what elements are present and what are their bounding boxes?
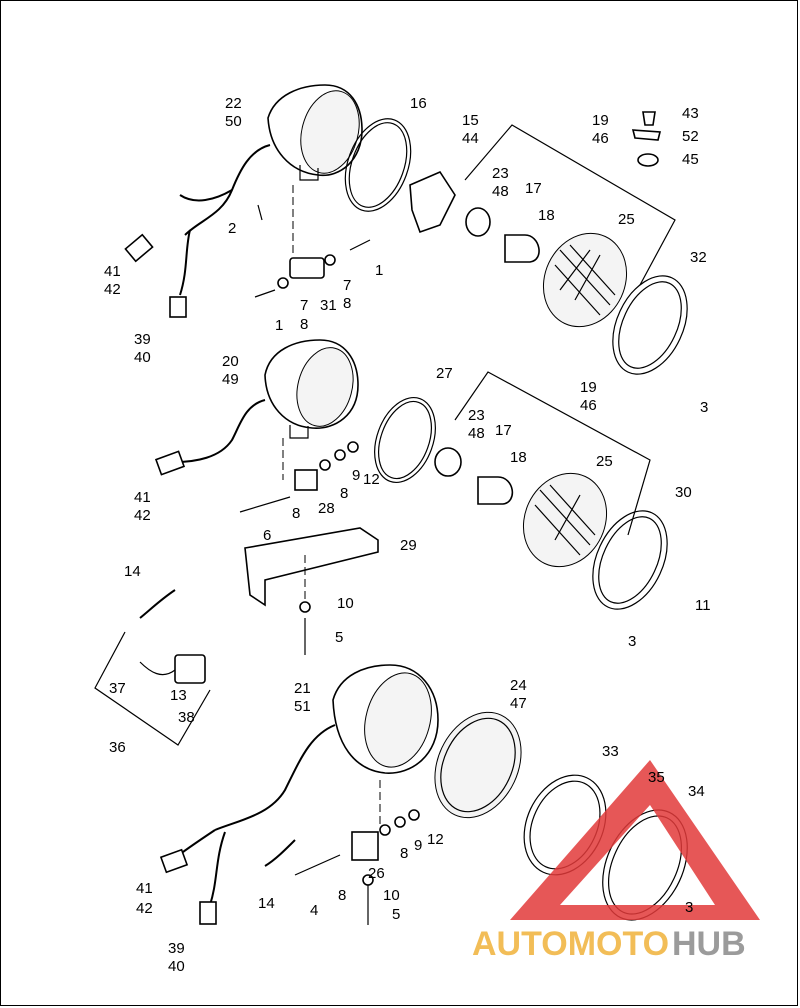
callout-19: 19 [592,112,609,129]
callout-42: 42 [136,900,153,917]
callout-8: 8 [340,485,348,502]
callout-42: 42 [104,281,121,298]
callout-8: 8 [338,887,346,904]
callout-10: 10 [383,887,400,904]
callout-46: 46 [580,397,597,414]
callout-8: 8 [343,295,351,312]
callout-41: 41 [134,489,151,506]
callout-9: 9 [414,837,422,854]
callout-45: 45 [682,151,699,168]
callout-17: 17 [495,422,512,439]
callout-31: 31 [320,297,337,314]
callout-52: 52 [682,128,699,145]
callout-38: 38 [178,709,195,726]
watermark-text-b: HUB [672,925,746,963]
callout-41: 41 [136,880,153,897]
callout-49: 49 [222,371,239,388]
callout-33: 33 [602,743,619,760]
callout-47: 47 [510,695,527,712]
callout-39: 39 [134,331,151,348]
callout-50: 50 [225,113,242,130]
callout-labels: 22 50 16 15 44 19 46 43 52 45 23 48 17 1… [104,95,711,975]
callout-25: 25 [596,453,613,470]
callout-25: 25 [618,211,635,228]
callout-15: 15 [462,112,479,129]
callout-8: 8 [292,505,300,522]
callout-9: 9 [352,467,360,484]
callout-14: 14 [124,563,141,580]
callout-48: 48 [468,425,485,442]
callout-40: 40 [134,349,151,366]
callout-26: 26 [368,865,385,882]
watermark-triangle-icon [510,760,760,920]
callout-17: 17 [525,180,542,197]
callout-11: 11 [695,597,711,614]
callout-23: 23 [468,407,485,424]
callout-30: 30 [675,484,692,501]
callout-21: 21 [294,680,311,697]
top-lamp-assembly [124,84,688,375]
callout-51: 51 [294,698,311,715]
callout-12: 12 [363,471,380,488]
callout-1: 1 [375,262,383,279]
callout-3: 3 [685,899,693,916]
callout-7: 7 [343,277,351,294]
callout-10: 10 [337,595,354,612]
callout-23: 23 [492,165,509,182]
callout-2: 2 [228,220,236,237]
callout-20: 20 [222,353,239,370]
callout-6: 6 [263,527,271,544]
callout-39: 39 [168,940,185,957]
callout-3: 3 [700,399,708,416]
callout-46: 46 [592,130,609,147]
callout-3: 3 [628,633,636,650]
callout-22: 22 [225,95,242,112]
callout-4: 4 [310,902,318,919]
callout-36: 36 [109,739,126,756]
callout-14: 14 [258,895,275,912]
callout-41: 41 [104,263,121,280]
callout-43: 43 [682,105,699,122]
callout-5: 5 [392,906,400,923]
callout-40: 40 [168,958,185,975]
callout-7: 7 [300,297,308,314]
callout-35: 35 [648,769,665,786]
callout-37: 37 [109,680,126,697]
callout-24: 24 [510,677,527,694]
middle-lamp-assembly [139,339,668,655]
callout-18: 18 [538,207,555,224]
automotohub-watermark: AUTOMOTO HUB [472,760,760,963]
relay-group [94,631,211,746]
callout-28: 28 [318,500,335,517]
watermark-text-a: AUTOMOTO [472,925,669,963]
callout-44: 44 [462,130,479,147]
callout-16: 16 [410,95,427,112]
callout-8: 8 [300,316,308,333]
callout-5: 5 [335,629,343,646]
callout-1: 1 [275,317,283,334]
callout-18: 18 [510,449,527,466]
callout-48: 48 [492,183,509,200]
callout-19: 19 [580,379,597,396]
callout-13: 13 [170,687,187,704]
callout-32: 32 [690,249,707,266]
callout-42: 42 [134,507,151,524]
callout-29: 29 [400,537,417,554]
callout-34: 34 [688,783,705,800]
callout-27: 27 [436,365,453,382]
callout-8: 8 [400,845,408,862]
callout-12: 12 [427,831,444,848]
